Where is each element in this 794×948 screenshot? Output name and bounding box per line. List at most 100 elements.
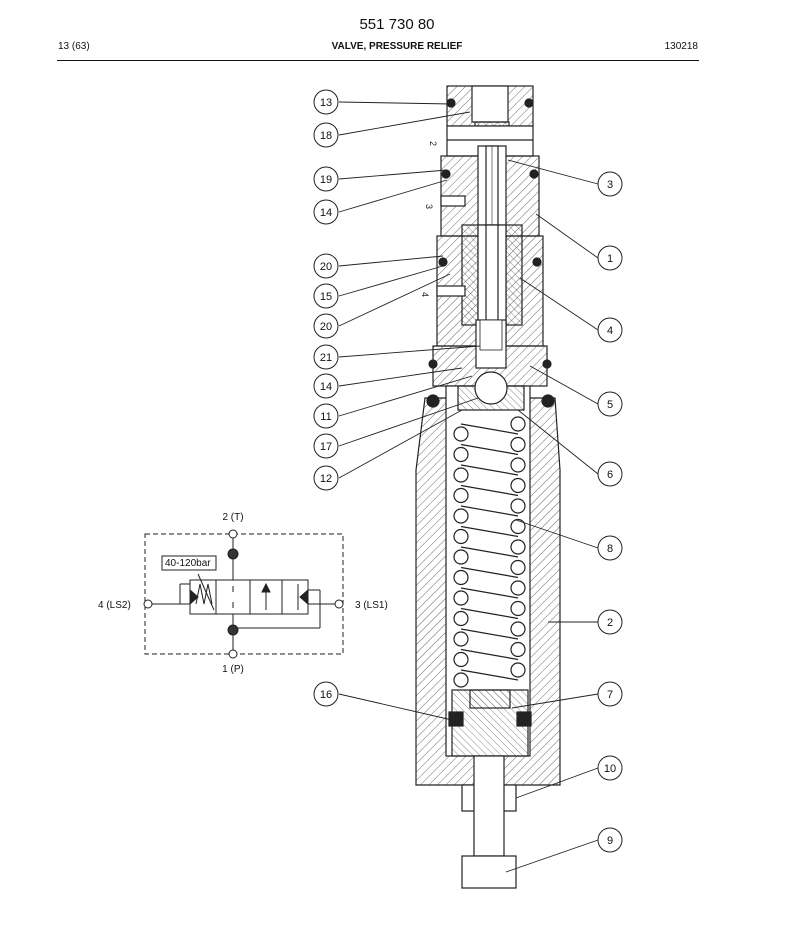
callout-15: 15 (313, 283, 339, 309)
callout-5: 5 (597, 391, 623, 417)
spring-coil (510, 559, 526, 576)
spring-coil (453, 569, 469, 586)
callout-18: 18 (313, 122, 339, 148)
port-marks: 2 3 4 (420, 141, 438, 297)
port-3-opening (440, 195, 466, 207)
port-4-circle (143, 599, 153, 609)
callout-9: 9 (597, 827, 623, 853)
spring-coil (453, 590, 469, 606)
svg-text:8: 8 (607, 543, 613, 555)
port-label-top: 2 (T) (222, 512, 243, 523)
callout-11: 11 (313, 403, 339, 429)
page-info: 13 (63) (58, 41, 90, 52)
callout-6: 6 (597, 461, 623, 487)
spring-coil (510, 662, 526, 678)
schematic-boundary (144, 533, 344, 655)
callout-20: 20 (313, 253, 339, 279)
svg-text:2: 2 (607, 617, 613, 629)
svg-text:17: 17 (320, 441, 332, 453)
port-4-opening (436, 285, 466, 297)
schematic-labels: 2 (T) 4 (LS2) 3 (LS1) 1 (P) 40-120bar (98, 512, 388, 675)
svg-text:16: 16 (320, 689, 332, 701)
document-number: 551 730 80 (359, 16, 435, 33)
callout-14-b: 14 (313, 373, 339, 399)
svg-text:14: 14 (320, 381, 332, 393)
port-2-circle (228, 529, 238, 539)
spring-coil (510, 518, 526, 535)
svg-text:7: 7 (607, 689, 613, 701)
callout-14: 14 (313, 199, 339, 225)
pressure-setting-box (161, 555, 217, 571)
port-label-right: 3 (LS1) (355, 600, 388, 611)
spring-coil (453, 610, 469, 627)
svg-text:3: 3 (607, 179, 613, 191)
svg-text:11: 11 (320, 411, 331, 423)
callout-19: 19 (313, 166, 339, 192)
document-code: 130218 (664, 41, 698, 52)
spring-coil (510, 539, 526, 555)
spring-coil (453, 508, 469, 524)
svg-text:6: 6 (607, 469, 613, 481)
svg-text:10: 10 (604, 763, 616, 775)
svg-text:12: 12 (320, 473, 332, 485)
spring-coil (453, 528, 469, 545)
callout-1: 1 (597, 245, 623, 271)
svg-text:15: 15 (320, 291, 332, 303)
svg-text:18: 18 (320, 130, 332, 142)
port-mark: 2 (428, 141, 438, 146)
spring-coil (510, 600, 526, 617)
port-mark: 3 (424, 204, 434, 209)
top-cap-bore (471, 85, 509, 123)
svg-text:4: 4 (607, 325, 613, 337)
hydraulic-schematic (143, 529, 344, 659)
callout-20-b: 20 (313, 313, 339, 339)
spring-coil (453, 631, 469, 647)
spring-coil (510, 621, 526, 637)
spring-coil (453, 651, 469, 668)
spring-coil (510, 641, 526, 658)
pressure-setting: 40-120bar (165, 558, 211, 569)
port-mark: 4 (420, 292, 430, 297)
spring-coil (510, 457, 526, 473)
callout-3: 3 (597, 171, 623, 197)
valve-block (189, 579, 309, 615)
spring-coil (510, 416, 526, 432)
cap-nut (461, 855, 517, 889)
spring-coil (510, 477, 526, 494)
spring-coil (453, 672, 469, 688)
callout-21: 21 (313, 344, 339, 370)
spring-coil (453, 446, 469, 463)
svg-text:20: 20 (320, 261, 332, 273)
callout-17: 17 (313, 433, 339, 459)
spring-coil (510, 580, 526, 596)
spring-coil (453, 487, 469, 504)
spring-coil (453, 426, 469, 442)
svg-text:5: 5 (607, 399, 613, 411)
port-1-circle (228, 649, 238, 659)
svg-text:9: 9 (607, 835, 613, 847)
callout-16: 16 (313, 681, 339, 707)
header-rule (57, 60, 699, 61)
svg-text:21: 21 (320, 352, 332, 364)
spring-coil (510, 436, 526, 453)
callout-12: 12 (313, 465, 339, 491)
ball (474, 371, 508, 405)
port-label-left: 4 (LS2) (98, 600, 131, 611)
spring (453, 416, 526, 688)
callout-13: 13 (313, 89, 339, 115)
callout-4: 4 (597, 317, 623, 343)
svg-text:14: 14 (320, 207, 332, 219)
port-3-circle (334, 599, 344, 609)
svg-text:19: 19 (320, 174, 332, 186)
leader-lines (338, 101, 599, 873)
valve-cross-section (415, 85, 561, 889)
svg-text:1: 1 (607, 253, 613, 265)
spring-coil (510, 498, 526, 514)
svg-text:20: 20 (320, 321, 332, 333)
callout-2: 2 (597, 609, 623, 635)
adjuster-screw (473, 755, 505, 857)
port-label-bottom: 1 (P) (222, 664, 244, 675)
callout-8: 8 (597, 535, 623, 561)
callout-10: 10 (597, 755, 623, 781)
